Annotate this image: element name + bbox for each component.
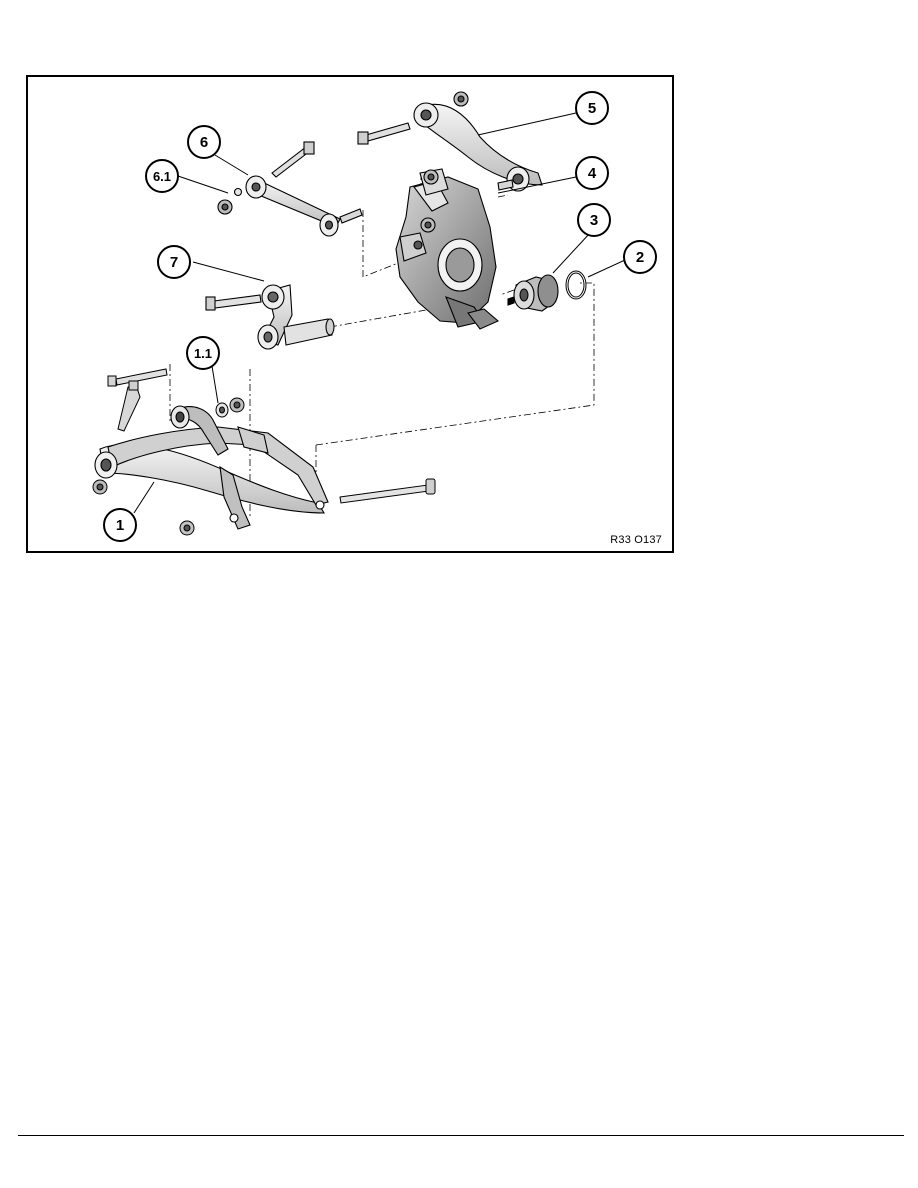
- figure-code: R33 O137: [610, 534, 662, 546]
- callout-7-label: 7: [170, 254, 178, 271]
- lower-control-arm: [94, 405, 329, 530]
- callout-4-label: 4: [588, 165, 597, 182]
- callout-6-label: 6: [200, 134, 208, 151]
- leader-lines: [133, 112, 637, 514]
- lower-arm-bolts: [92, 368, 436, 536]
- callout-3: 3: [577, 203, 611, 237]
- rear-suspension-exploded-diagram: 1 1.1 2 3 4 5: [92, 91, 657, 542]
- callout-6-1-label: 6.1: [153, 169, 171, 184]
- part-1-1-nut-washer: [215, 397, 245, 418]
- callouts: 1 1.1 2 3 4 5: [103, 91, 657, 542]
- callout-5-label: 5: [588, 100, 596, 117]
- callout-6-1: 6.1: [145, 159, 179, 193]
- callout-5: 5: [575, 91, 609, 125]
- callout-2: 2: [623, 240, 657, 274]
- exploded-diagram-frame: 1 1.1 2 3 4 5: [26, 75, 674, 553]
- callout-7: 7: [157, 245, 191, 279]
- footer-divider: [18, 1135, 904, 1136]
- upper-control-arm: [357, 91, 543, 192]
- wheel-hub: [507, 274, 559, 312]
- callout-1: 1: [103, 508, 137, 542]
- callout-4: 4: [575, 156, 609, 190]
- callout-2-label: 2: [636, 249, 644, 266]
- callout-1-1: 1.1: [186, 336, 220, 370]
- toe-link: [205, 284, 335, 350]
- callout-1-label: 1: [116, 517, 124, 534]
- upper-link: [217, 141, 363, 237]
- callout-1-1-label: 1.1: [194, 346, 212, 361]
- circlip-ring: [565, 270, 587, 300]
- callout-3-label: 3: [590, 212, 598, 229]
- wheel-carrier: [395, 168, 500, 330]
- assembly-lines: [169, 173, 595, 517]
- callout-6: 6: [187, 125, 221, 159]
